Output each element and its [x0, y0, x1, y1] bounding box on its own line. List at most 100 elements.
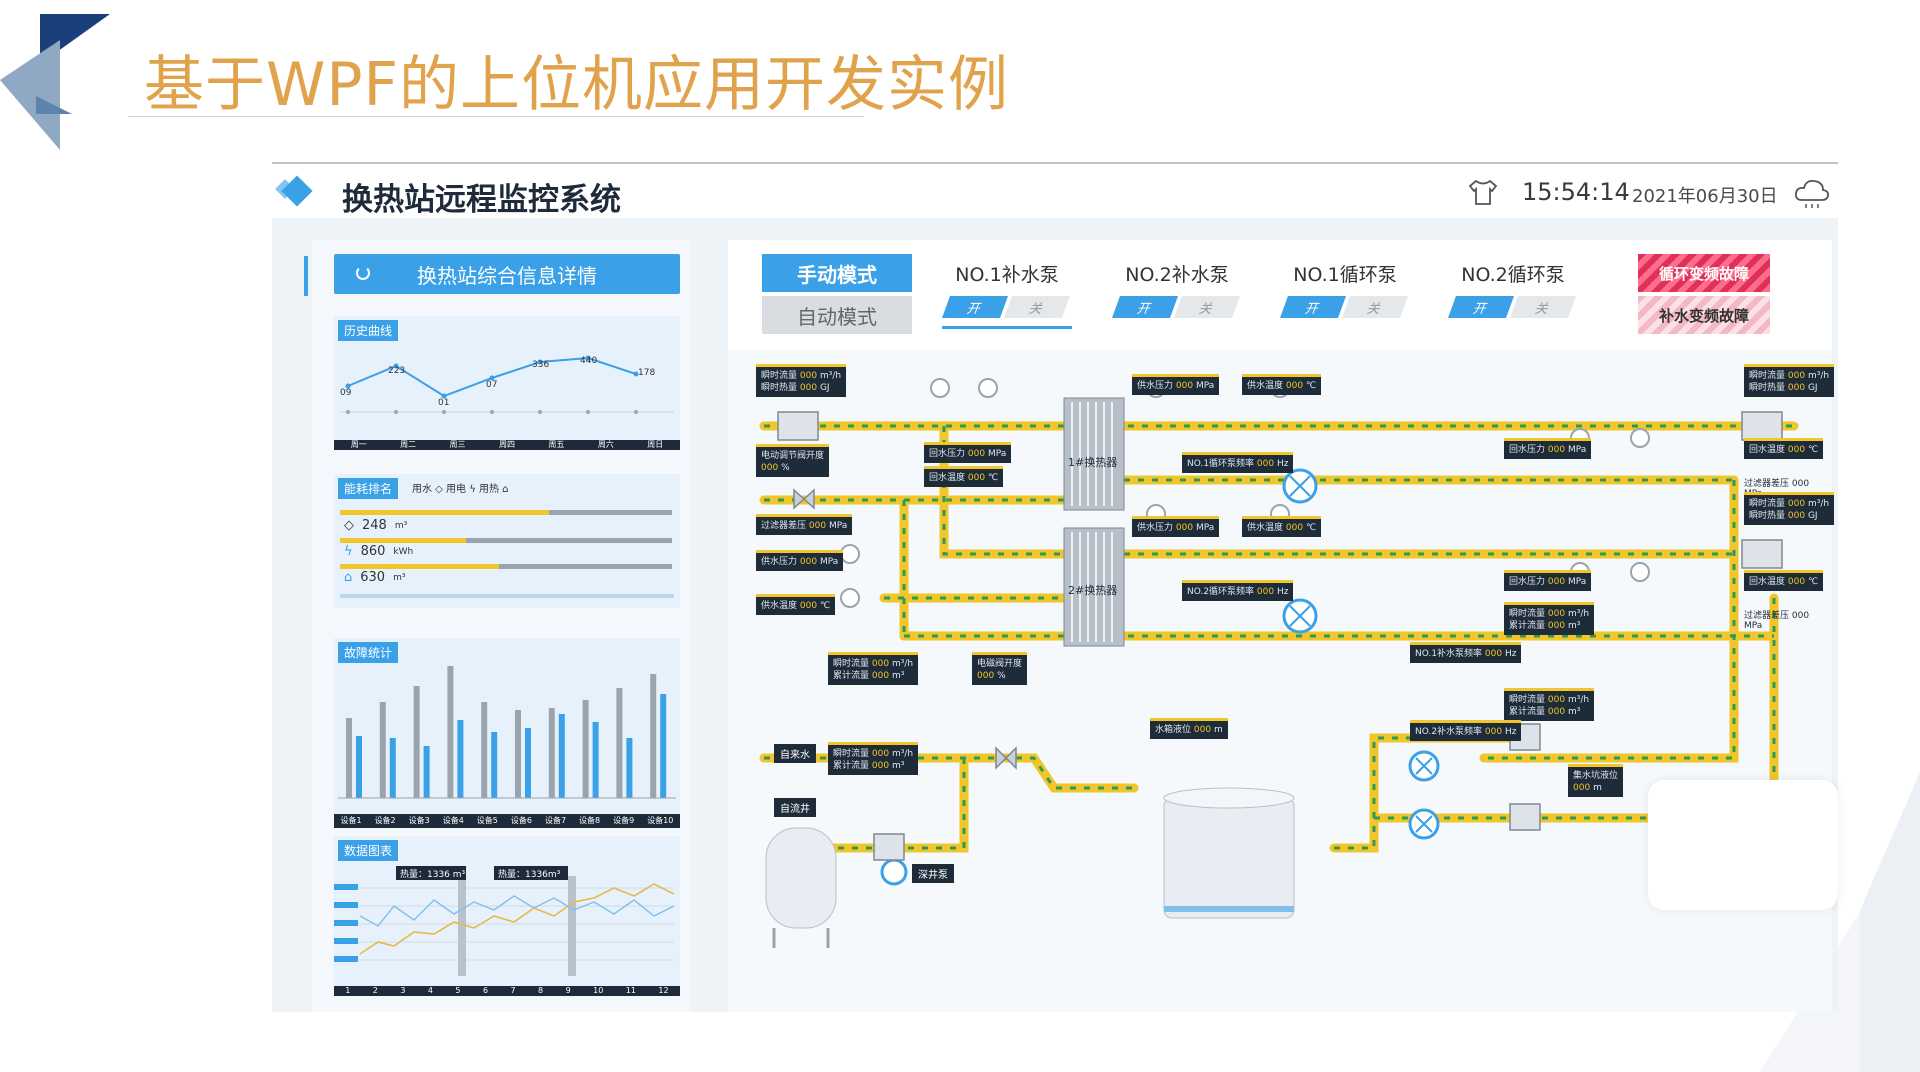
switch-on[interactable]: 开	[1447, 296, 1515, 318]
switch-off[interactable]: 关	[1509, 296, 1577, 318]
pump-control-circ-2: NO.2循环泵 开 关	[1447, 260, 1578, 330]
circ-pump-2-frequency: NO.2循环泵频率 000 Hz	[1182, 580, 1294, 601]
day-tick: 周一	[350, 440, 367, 449]
energy-unit: kWh	[393, 546, 414, 557]
mode-selector: 手动模式 自动模式	[762, 254, 912, 338]
heat-exchanger	[1063, 397, 1125, 511]
flow-heat-readout: 瞬时流量 000 m³/h 瞬时热量 000 GJ	[756, 364, 847, 397]
device-tick: 设备8	[579, 816, 601, 825]
data-chart-label: 数据图表	[338, 840, 399, 861]
month-tick: 2	[372, 986, 378, 995]
tank-level-readout: 水箱液位 000 m	[1150, 718, 1228, 739]
shirt-icon[interactable]	[1466, 178, 1500, 206]
return-temp-readout: 回水温度 000 ℃	[924, 466, 1004, 487]
switch-off[interactable]: 关	[1003, 296, 1071, 318]
energy-bar-track	[340, 564, 672, 569]
history-value: 440	[580, 356, 598, 366]
supply-pressure-readout: 供水压力 000 MPa	[1132, 516, 1220, 537]
manual-mode-button[interactable]: 手动模式	[762, 254, 912, 292]
supply-temp-readout: 供水温度 000 ℃	[756, 594, 836, 615]
fault-bar-total	[481, 702, 488, 798]
energy-row-power: ϟ 860 kWh	[344, 544, 413, 559]
fault-bar-total	[650, 674, 657, 798]
slide-title: 基于WPF的上位机应用开发实例	[144, 50, 1010, 120]
device-tick: 设备10	[647, 816, 674, 825]
history-value: 223	[388, 366, 406, 376]
app-title: 换热站远程监控系统	[342, 182, 621, 218]
energy-value: 860	[360, 544, 386, 559]
day-tick: 周二	[400, 440, 417, 449]
switch-off[interactable]: 关	[1173, 296, 1241, 318]
device-tick: 设备5	[476, 816, 498, 825]
month-tick: 1	[345, 986, 351, 995]
chart-tooltip: 热量：1336 m³	[400, 870, 466, 880]
device-tick: 设备2	[374, 816, 396, 825]
month-tick: 7	[510, 986, 516, 995]
fault-bar-count	[389, 738, 396, 798]
month-tick: 12	[658, 986, 669, 995]
switch-on[interactable]: 开	[1111, 296, 1179, 318]
water-drop-icon: ◇	[344, 518, 354, 533]
pump-label: NO.2循环泵	[1461, 264, 1565, 286]
deep-well-pump-label: 深井泵	[912, 864, 954, 883]
return-temp-readout: 回水温度 000 ℃	[1744, 438, 1824, 459]
pump-switch[interactable]: 开 关	[1111, 296, 1241, 318]
supply-pressure-readout: 供水压力 000 MPa	[756, 550, 844, 571]
energy-legend: 用水 ◇ 用电 ϟ 用热 ⌂	[412, 484, 509, 495]
pump-control-makeup-2: NO.2补水泵 开 关	[1111, 260, 1242, 330]
device-tick: 设备1	[340, 816, 362, 825]
energy-row-water: ◇ 248 m³	[344, 518, 407, 533]
lightning-icon: ϟ	[344, 544, 353, 559]
history-value: 336	[532, 360, 550, 370]
fault-bar-count	[356, 736, 362, 798]
energy-value: 630	[360, 570, 386, 585]
device-tick: 设备9	[613, 816, 635, 825]
filter-dp-label: 过滤器差压 000 MPa	[1744, 611, 1810, 631]
switch-on[interactable]: 开	[941, 296, 1009, 318]
pump-switch[interactable]: 开 关	[941, 296, 1071, 318]
auto-mode-button[interactable]: 自动模式	[762, 296, 912, 334]
filter-dp-readout: 过滤器差压 000 MPa	[756, 514, 853, 535]
pump-control-circ-1: NO.1循环泵 开 关	[1279, 260, 1410, 330]
fault-bar-total	[548, 708, 555, 798]
makeup-vfd-fault[interactable]: 补水变频故障	[1638, 296, 1770, 334]
energy-ranking-panel: 能耗排名 用水 ◇ 用电 ϟ 用热 ⌂ ◇ 248 m³ ϟ 860 kWh ⌂…	[334, 474, 680, 608]
history-value: 178	[638, 368, 656, 378]
floating-overlay-card	[1648, 780, 1838, 910]
fault-bar-count	[558, 714, 565, 798]
switch-on[interactable]: 开	[1279, 296, 1347, 318]
pump-switch[interactable]: 开 关	[1279, 296, 1409, 318]
history-value: 07	[486, 380, 498, 390]
device-tick: 设备7	[544, 816, 567, 825]
pump-label: NO.1补水泵	[955, 264, 1059, 286]
return-temp-readout: 回水温度 000 ℃	[1744, 570, 1824, 591]
day-tick: 周五	[548, 440, 565, 449]
switch-off[interactable]: 关	[1341, 296, 1409, 318]
pipe-network	[759, 378, 1799, 948]
heat-exchanger	[1063, 527, 1125, 647]
station-info-button[interactable]: 换热站综合信息详情	[334, 254, 680, 294]
history-line-chart	[340, 355, 674, 414]
energy-bar-track	[340, 538, 672, 543]
history-curve-panel: 历史曲线 09 223 01 07 336 440 178 周一 周二 周三 周…	[334, 316, 680, 450]
circulation-vfd-fault[interactable]: 循环变频故障	[1638, 254, 1770, 292]
month-tick: 6	[482, 986, 489, 995]
slide-decoration	[0, 40, 60, 150]
device-tick: 设备3	[408, 816, 430, 825]
fault-bar-count	[525, 728, 531, 798]
well-tank	[765, 827, 837, 948]
return-pressure-readout: 回水压力 000 MPa	[924, 442, 1012, 463]
energy-bar-fill	[340, 538, 466, 543]
left-accent-bar	[304, 256, 308, 296]
process-diagram: 瞬时流量 000 m³/h 瞬时热量 000 GJ 电动调节阀开度 000 % …	[734, 358, 1835, 1008]
fault-bar-total	[447, 666, 454, 798]
return-pressure-readout: 回水压力 000 MPa	[1504, 438, 1592, 459]
app-header: 换热站远程监控系统 15:54:14 2021年06月30日	[272, 164, 1838, 218]
fault-bar-chart	[338, 666, 676, 799]
pump-switch[interactable]: 开 关	[1447, 296, 1577, 318]
energy-bar-fill	[340, 510, 549, 515]
data-compare-chart	[334, 866, 675, 976]
supply-temp-readout: 供水温度 000 ℃	[1242, 516, 1322, 537]
energy-unit: m³	[393, 572, 406, 583]
